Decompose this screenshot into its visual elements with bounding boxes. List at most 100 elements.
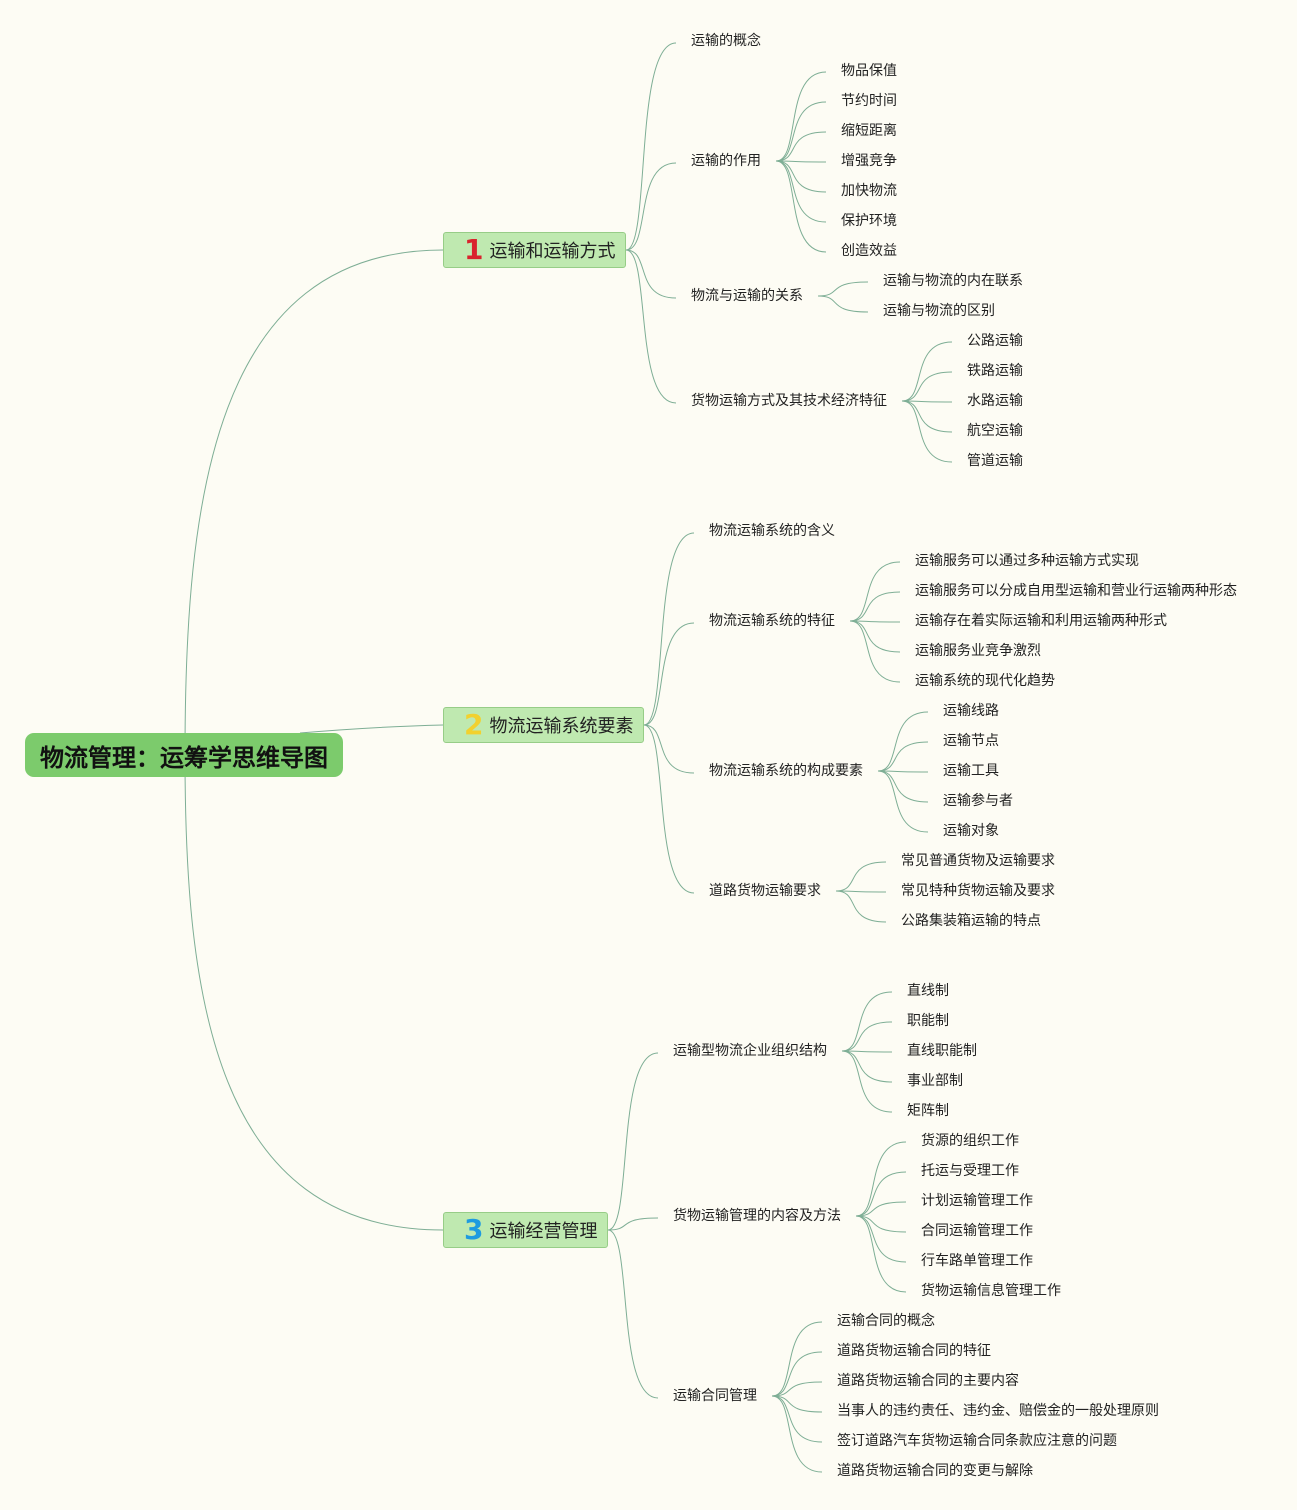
leaf-topic[interactable]: 事业部制 — [907, 1073, 963, 1089]
leaf-topic[interactable]: 道路货物运输合同的主要内容 — [837, 1373, 1019, 1389]
connector-line — [877, 741, 929, 772]
leaf-topic[interactable]: 物品保值 — [841, 63, 897, 79]
leaf-topic[interactable]: 运输对象 — [943, 823, 999, 839]
leaf-topic[interactable]: 铁路运输 — [967, 363, 1023, 379]
connector-line — [835, 861, 887, 892]
connector-line — [855, 1215, 907, 1233]
connector-line — [625, 249, 677, 299]
leaf-topic[interactable]: 运输参与者 — [943, 793, 1013, 809]
connector-line — [184, 249, 444, 756]
root-topic-label: 物流管理：运筹学思维导图 — [40, 743, 328, 772]
subtopic[interactable]: 运输合同管理 — [673, 1388, 757, 1404]
connector-line — [775, 160, 827, 223]
connector-line — [877, 711, 929, 772]
branch-operation-management[interactable]: 3 运输经营管理 — [443, 1212, 608, 1248]
connector-line — [775, 101, 827, 162]
leaf-topic[interactable]: 缩短距离 — [841, 123, 897, 139]
leaf-topic[interactable]: 运输与物流的内在联系 — [883, 273, 1023, 289]
leaf-topic[interactable]: 职能制 — [907, 1013, 949, 1029]
leaf-topic[interactable]: 运输与物流的区别 — [883, 303, 995, 319]
connector-line — [877, 770, 929, 833]
connector-line — [643, 724, 695, 774]
leaf-topic[interactable]: 运输服务可以分成自用型运输和营业行运输两种形态 — [915, 583, 1237, 599]
leaf-topic[interactable]: 货源的组织工作 — [921, 1133, 1019, 1149]
connector-line — [625, 42, 677, 251]
leaf-topic[interactable]: 行车路单管理工作 — [921, 1253, 1033, 1269]
connector-line — [855, 1215, 907, 1293]
leaf-topic[interactable]: 运输合同的概念 — [837, 1313, 935, 1329]
leaf-topic[interactable]: 运输节点 — [943, 733, 999, 749]
branch-label: 物流运输系统要素 — [489, 716, 634, 737]
leaf-topic[interactable]: 创造效益 — [841, 243, 897, 259]
subtopic[interactable]: 物流运输系统的构成要素 — [709, 763, 863, 779]
connector-line — [877, 770, 929, 803]
branch-number-1: 1 — [464, 233, 484, 266]
leaf-topic[interactable]: 计划运输管理工作 — [921, 1193, 1033, 1209]
leaf-topic[interactable]: 运输系统的现代化趋势 — [915, 673, 1055, 689]
leaf-topic[interactable]: 运输工具 — [943, 763, 999, 779]
connector-line — [877, 770, 929, 773]
leaf-topic[interactable]: 签订道路汽车货物运输合同条款应注意的问题 — [837, 1433, 1117, 1449]
leaf-topic[interactable]: 公路运输 — [967, 333, 1023, 349]
leaf-topic[interactable]: 道路货物运输合同的变更与解除 — [837, 1463, 1033, 1479]
leaf-topic[interactable]: 当事人的违约责任、违约金、赔偿金的一般处理原则 — [837, 1403, 1159, 1419]
connector-line — [849, 620, 901, 653]
connector-line — [841, 1021, 893, 1052]
leaf-topic[interactable]: 直线制 — [907, 983, 949, 999]
leaf-topic[interactable]: 加快物流 — [841, 183, 897, 199]
connector-line — [855, 1141, 907, 1217]
leaf-topic[interactable]: 航空运输 — [967, 423, 1023, 439]
leaf-topic[interactable]: 合同运输管理工作 — [921, 1223, 1033, 1239]
branch-transport-modes[interactable]: 1 运输和运输方式 — [443, 232, 626, 268]
leaf-topic[interactable]: 运输服务业竞争激烈 — [915, 643, 1041, 659]
leaf-topic[interactable]: 常见普通货物及运输要求 — [901, 853, 1055, 869]
subtopic[interactable]: 运输的概念 — [691, 33, 761, 49]
leaf-topic[interactable]: 公路集装箱运输的特点 — [901, 913, 1041, 929]
leaf-topic[interactable]: 托运与受理工作 — [921, 1163, 1019, 1179]
leaf-topic[interactable]: 增强竞争 — [841, 153, 897, 169]
leaf-topic[interactable]: 保护环境 — [841, 213, 897, 229]
connector-line — [625, 249, 677, 404]
leaf-topic[interactable]: 水路运输 — [967, 393, 1023, 409]
branch-system-elements[interactable]: 2 物流运输系统要素 — [443, 707, 644, 743]
leaf-topic[interactable]: 运输线路 — [943, 703, 999, 719]
leaf-topic[interactable]: 货物运输信息管理工作 — [921, 1283, 1061, 1299]
subtopic[interactable]: 货物运输管理的内容及方法 — [673, 1208, 841, 1224]
connector-line — [855, 1215, 907, 1263]
leaf-topic[interactable]: 运输服务可以通过多种运输方式实现 — [915, 553, 1139, 569]
subtopic[interactable]: 运输的作用 — [691, 153, 761, 169]
connector-line — [775, 160, 827, 163]
leaf-topic[interactable]: 运输存在着实际运输和利用运输两种形式 — [915, 613, 1167, 629]
leaf-topic[interactable]: 直线职能制 — [907, 1043, 977, 1059]
subtopic[interactable]: 物流与运输的关系 — [691, 288, 803, 304]
leaf-topic[interactable]: 常见特种货物运输及要求 — [901, 883, 1055, 899]
subtopic[interactable]: 道路货物运输要求 — [709, 883, 821, 899]
connector-line — [607, 1217, 659, 1231]
leaf-topic[interactable]: 矩阵制 — [907, 1103, 949, 1119]
connector-line — [771, 1395, 823, 1443]
subtopic[interactable]: 货物运输方式及其技术经济特征 — [691, 393, 887, 409]
connector-line — [835, 890, 887, 893]
connector-line — [817, 281, 869, 297]
connector-line — [775, 160, 827, 193]
connector-line — [771, 1321, 823, 1397]
connector-line — [775, 160, 827, 253]
connector-line — [901, 341, 953, 402]
connector-line — [607, 1052, 659, 1231]
connector-line — [625, 162, 677, 251]
connector-line — [771, 1381, 823, 1397]
subtopic[interactable]: 物流运输系统的特征 — [709, 613, 835, 629]
connector-line — [901, 400, 953, 403]
leaf-topic[interactable]: 道路货物运输合同的特征 — [837, 1343, 991, 1359]
connector-line — [643, 532, 695, 726]
connector-line — [841, 1050, 893, 1083]
branch-number-3: 3 — [464, 1213, 484, 1246]
leaf-topic[interactable]: 节约时间 — [841, 93, 897, 109]
subtopic[interactable]: 物流运输系统的含义 — [709, 523, 835, 539]
connector-line — [771, 1395, 823, 1413]
subtopic[interactable]: 运输型物流企业组织结构 — [673, 1043, 827, 1059]
root-topic[interactable]: 物流管理：运筹学思维导图 — [25, 733, 343, 777]
connector-line — [607, 1229, 659, 1399]
leaf-topic[interactable]: 管道运输 — [967, 453, 1023, 469]
